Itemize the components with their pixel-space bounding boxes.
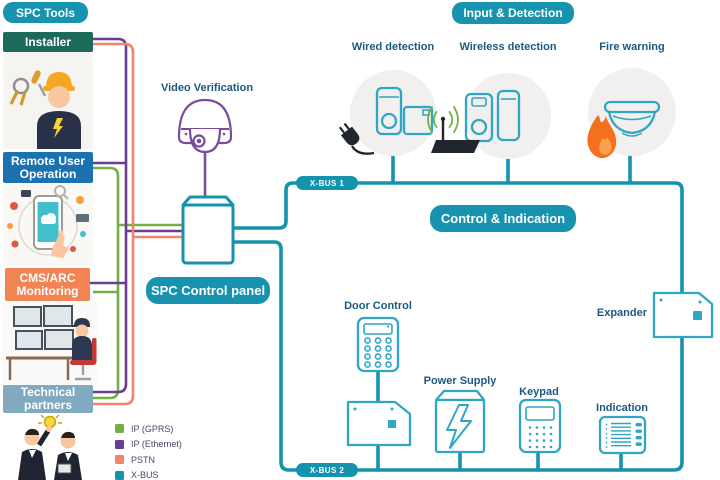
installer-illustration: [3, 52, 93, 149]
keypad-icon: [518, 398, 562, 454]
legend-item-pstn: PSTN: [115, 452, 182, 468]
partners-icon: [18, 414, 82, 480]
power-supply-label: Power Supply: [423, 375, 497, 387]
xbus2-tag: X-BUS 2: [296, 463, 358, 477]
phone-cloud-icon: [7, 185, 89, 258]
indication-label: Indication: [596, 402, 648, 414]
legend-swatch-salmon: [115, 455, 124, 465]
sidebar-item-cms-arc-monitoring: CMS/ARC Monitoring: [5, 268, 90, 301]
legend: IP (GPRS) IP (Ethernet) PSTN X-BUS: [115, 421, 182, 480]
spc-tools-header: SPC Tools: [3, 2, 88, 23]
flame-icon: [587, 115, 617, 159]
motion-detector-icon: [375, 86, 403, 136]
expander-label: Expander: [596, 307, 647, 319]
power-plug-icon: [338, 122, 375, 155]
remote-user-illustration: [3, 184, 93, 266]
control-indication-header: Control & Indication: [430, 205, 576, 232]
door-expander-module-icon: [346, 400, 412, 447]
legend-item-ip-gprs: IP (GPRS): [115, 421, 182, 437]
legend-label: PSTN: [131, 454, 156, 465]
door-control-label: Door Control: [344, 300, 412, 312]
protocol-wires: [90, 37, 184, 406]
installer-person-icon: [9, 70, 81, 149]
legend-item-xbus: X-BUS: [115, 468, 182, 480]
sidebar-item-remote-user-operation: Remote User Operation: [3, 152, 93, 183]
legend-label: IP (GPRS): [131, 423, 174, 434]
keypad-label: Keypad: [519, 386, 559, 398]
spc-control-panel-label: SPC Control panel: [146, 277, 270, 304]
input-detection-header: Input & Detection: [452, 2, 574, 24]
power-supply-icon: [434, 389, 486, 454]
xbus1-tag: X-BUS 1: [296, 176, 358, 190]
legend-label: X-BUS: [131, 470, 159, 480]
dome-camera-icon: [177, 98, 233, 154]
cms-operator-illustration: [2, 302, 97, 384]
video-verification-label: Video Verification: [160, 82, 254, 94]
legend-swatch-purple: [115, 439, 124, 449]
wireless-detection-label: Wireless detection: [459, 41, 557, 53]
wireless-detection-circle: [465, 73, 551, 159]
monitor-wall-icon: [6, 305, 97, 381]
indication-panel-icon: [598, 415, 647, 455]
legend-swatch-green: [115, 424, 124, 434]
expander-module-icon: [652, 291, 714, 339]
control-panel-icon: [181, 195, 235, 265]
technical-partners-illustration: [8, 413, 92, 480]
wired-detection-label: Wired detection: [351, 41, 435, 53]
door-keypad-icon: [356, 316, 400, 373]
smoke-detector-icon: [603, 100, 661, 137]
legend-item-ip-ethernet: IP (Ethernet): [115, 437, 182, 453]
sidebar-item-technical-partners: Technical partners: [3, 385, 93, 413]
legend-label: IP (Ethernet): [131, 439, 182, 450]
wireless-router-icon: [427, 106, 480, 153]
sidebar-item-installer: Installer: [3, 32, 93, 52]
legend-swatch-teal: [115, 470, 124, 480]
fire-warning-label: Fire warning: [599, 41, 665, 53]
